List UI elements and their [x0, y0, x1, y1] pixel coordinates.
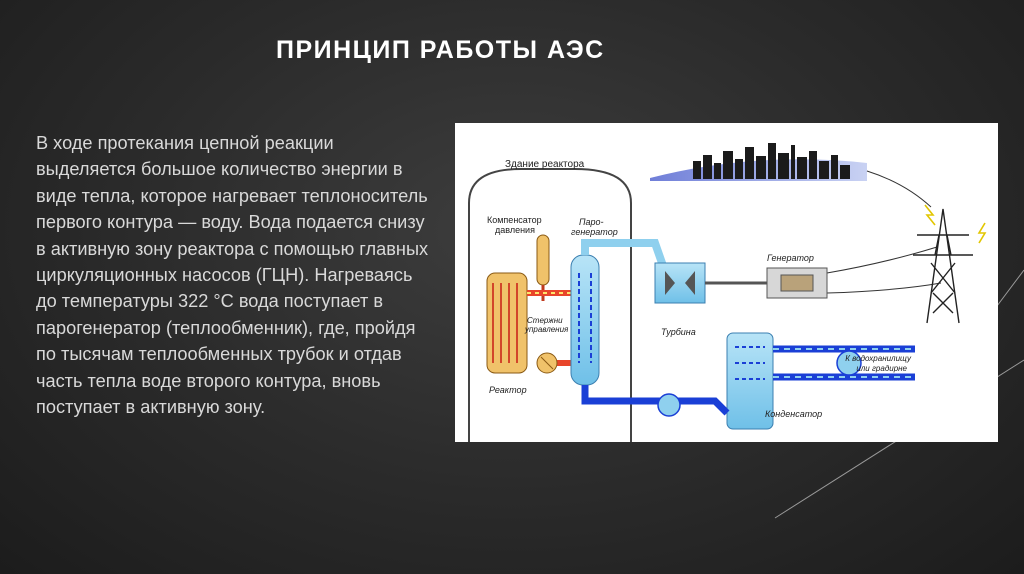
reactor-vessel: Реактор Стержни управления: [486, 272, 569, 395]
label-turbine: Турбина: [661, 327, 696, 337]
pressurizer: Компенсатор давления: [487, 215, 550, 301]
label-generator: Генератор: [767, 253, 814, 263]
condenser: Конденсатор: [726, 332, 822, 430]
slide-title: ПРИНЦИП РАБОТЫ АЭС: [276, 36, 605, 64]
body-text: В ходе протекания цепной реакции выделяе…: [36, 133, 429, 418]
power-lines: [826, 170, 942, 294]
label-control-rods-1: Стержни: [527, 316, 563, 325]
label-reservoir-2: или градирне: [856, 364, 907, 373]
city-skyline: [650, 143, 867, 181]
reactor-building: Здание реактора: [468, 159, 632, 442]
npp-diagram: Здание реактора Компенсатор давления Реа…: [455, 123, 998, 442]
label-reactor-building: Здание реактора: [505, 159, 585, 170]
label-steam-gen-2: генератор: [571, 227, 618, 237]
label-reservoir-1: К водохранилищу: [845, 354, 912, 363]
turbine: Турбина: [654, 262, 706, 337]
label-control-rods-2: управления: [524, 325, 569, 334]
label-pressurizer-2: давления: [495, 225, 535, 235]
label-pressurizer-1: Компенсатор: [487, 215, 542, 225]
secondary-loop: К водохранилищу или градирне: [581, 345, 915, 417]
generator: Генератор: [705, 253, 828, 299]
transmission-tower: [913, 204, 987, 324]
npp-diagram-svg: Здание реактора Компенсатор давления Реа…: [468, 143, 987, 442]
label-condenser: Конденсатор: [765, 409, 822, 419]
label-steam-gen-1: Паро-: [579, 217, 604, 227]
label-reactor: Реактор: [489, 385, 527, 395]
